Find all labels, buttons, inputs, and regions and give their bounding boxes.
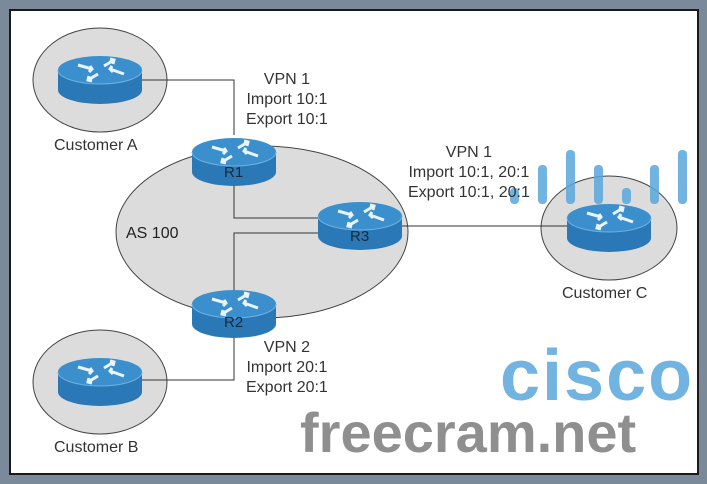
freecram-watermark: freecram.net (300, 401, 637, 464)
router-label-r3: R3 (350, 228, 370, 245)
as-label: AS 100 (126, 225, 179, 242)
vpn-import: Import 10:1, 20:1 (408, 164, 530, 181)
router-label-r2: R2 (224, 314, 244, 331)
customer-a-router-icon (56, 54, 144, 106)
customer-label-c: Customer C (562, 285, 648, 302)
link-customer-a-r1 (142, 79, 235, 135)
vpn-export: Export 20:1 (246, 379, 328, 396)
customer-label-a: Customer A (54, 137, 138, 154)
vpn-export: Export 10:1, 20:1 (408, 184, 530, 201)
link-r2-r3 (233, 232, 320, 290)
customer-c-router-icon (565, 202, 653, 254)
router-label-r1: R1 (224, 164, 244, 181)
vpn-label-r2: VPN 2 Import 20:1 Export 20:1 (246, 338, 328, 398)
vpn-label-r1: VPN 1 Import 10:1 Export 10:1 (246, 70, 328, 130)
customer-b-router-icon (56, 356, 144, 408)
vpn-import: Import 20:1 (246, 359, 328, 376)
vpn-name: VPN 1 (445, 144, 493, 161)
cisco-logo-watermark (510, 150, 687, 204)
vpn-export: Export 10:1 (246, 111, 328, 128)
link-customer-b-r2 (142, 330, 235, 381)
vpn-import: Import 10:1 (246, 91, 328, 108)
vpn-name: VPN 1 (263, 71, 311, 88)
cisco-wordmark-watermark: cisco (500, 336, 695, 416)
customer-label-b: Customer B (54, 439, 139, 456)
vpn-label-r3: VPN 1 Import 10:1, 20:1 Export 10:1, 20:… (408, 143, 530, 203)
vpn-name: VPN 2 (263, 339, 311, 356)
link-r1-r3 (233, 180, 320, 219)
